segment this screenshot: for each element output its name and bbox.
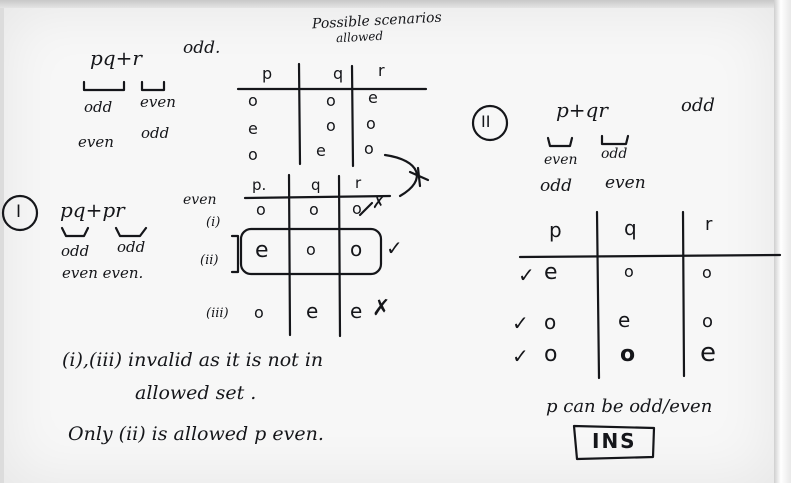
case1-row-label-iii: (iii) [206, 306, 229, 321]
allowed-cell: o [248, 145, 258, 164]
alt-label-odd: odd [141, 124, 170, 142]
alt-label-even: even [78, 133, 114, 151]
marker-case2-circle [471, 104, 509, 142]
case1-row-label-ii: (ii) [200, 253, 219, 268]
top-expr: pq+r [90, 46, 142, 70]
answer-box [572, 424, 656, 461]
underbrace-odd [82, 80, 126, 92]
marker-case1-circle [1, 194, 39, 232]
case2-header-q: q [624, 216, 637, 240]
case2-cell: o [702, 263, 712, 282]
allowed-cell: o [248, 91, 258, 110]
allowed-cell: o [326, 116, 336, 135]
underbrace-case2-even [546, 136, 574, 148]
underbrace-even [140, 80, 166, 92]
underbrace-case2-odd [600, 134, 630, 146]
case2-cell: o [624, 262, 634, 281]
case1-scribble-row1 [358, 201, 374, 217]
case1-cell: o [350, 237, 363, 261]
case1-verdict-cross-1: ✗ [372, 193, 386, 212]
case1-table-hline [243, 194, 392, 200]
case2-table-vline-1 [595, 210, 601, 380]
case2-table-hline [518, 253, 782, 259]
allowed-cell: e [316, 141, 326, 160]
allowed-cell: e [248, 119, 258, 138]
case2-table-vline-2 [681, 210, 686, 378]
allowed-cell: e [368, 88, 378, 107]
case2-marker: II [481, 112, 491, 131]
board-frame-right [774, 0, 791, 483]
case1-row-label-i: (i) [206, 215, 221, 230]
allowed-cell: o [364, 139, 374, 158]
case1-table-vline-1 [287, 173, 292, 337]
case2-cell: e [544, 260, 558, 285]
case2-cell: o [620, 342, 636, 367]
case2-alt-odd: odd [540, 176, 572, 196]
arrow-cross [408, 166, 430, 188]
case1-brace-odd-2: odd [117, 238, 146, 256]
case1-alt-line: even even. [62, 264, 144, 282]
conclusion-line1: (i),(iii) invalid as it is not in [62, 349, 324, 371]
case1-cell: e [306, 299, 319, 323]
case2-parity: odd [681, 95, 715, 116]
allowed-header-r: r [378, 61, 385, 80]
allowed-cell: o [326, 91, 336, 110]
case2-cell: o [702, 311, 714, 332]
case1-verdict-check-2: ✓ [386, 236, 403, 260]
case2-cell: e [618, 308, 631, 332]
case1-cell: o [256, 200, 266, 219]
allowed-cell: o [366, 114, 376, 133]
case1-parity: even [183, 192, 217, 208]
whiteboard [4, 8, 774, 483]
case1-row-ii-highlight [239, 227, 383, 276]
allowed-header-p: p [262, 64, 273, 83]
underbrace-case1-odd-2 [114, 226, 148, 238]
case1-cell: o [254, 303, 264, 322]
case1-bracket-ii [230, 234, 240, 274]
case1-cell: e [350, 299, 363, 323]
allowed-table-vline-1 [297, 62, 302, 166]
case2-check-3: ✓ [512, 344, 529, 368]
case1-expr: pq+pr [60, 198, 125, 222]
case2-cell: e [700, 338, 716, 368]
brace-label-even: even [140, 93, 176, 111]
case1-cell: o [309, 200, 319, 219]
underbrace-case1-odd [60, 226, 90, 238]
case2-brace-odd: odd [601, 146, 628, 162]
conclusion-line3: Only (ii) is allowed p even. [68, 423, 324, 445]
case1-header-q: q [311, 176, 321, 194]
case1-marker: I [16, 202, 22, 222]
case2-result: p can be odd/even [546, 396, 713, 417]
top-expr-parity: odd. [183, 38, 221, 58]
case2-header-p: p [549, 218, 562, 242]
case1-cell: e [255, 238, 269, 263]
case1-cell: o [352, 199, 362, 218]
allowed-table-vline-2 [350, 64, 355, 168]
brace-label-odd: odd [84, 98, 113, 116]
case2-check-1: ✓ [518, 263, 535, 287]
case2-header-r: r [705, 214, 713, 235]
allowed-title-line2: allowed [335, 28, 384, 46]
case1-brace-odd-1: odd [61, 242, 90, 260]
case2-cell: o [544, 342, 558, 367]
curved-arrow [383, 153, 418, 198]
case1-header-r: r [355, 174, 362, 192]
case2-alt-even: even [605, 173, 646, 193]
allowed-header-q: q [333, 64, 344, 83]
case1-table-vline-2 [337, 174, 342, 338]
case2-expr: p+qr [556, 98, 608, 122]
case2-cell: o [544, 310, 557, 334]
case2-brace-even: even [544, 152, 578, 168]
case1-header-p: p. [252, 176, 267, 194]
case1-cell: o [306, 240, 316, 259]
case2-answer: INS [592, 429, 637, 453]
conclusion-line2: allowed set . [135, 382, 257, 404]
case1-verdict-cross-3: ✗ [372, 296, 391, 321]
case2-check-2: ✓ [512, 311, 529, 335]
board-frame-top [0, 0, 791, 8]
